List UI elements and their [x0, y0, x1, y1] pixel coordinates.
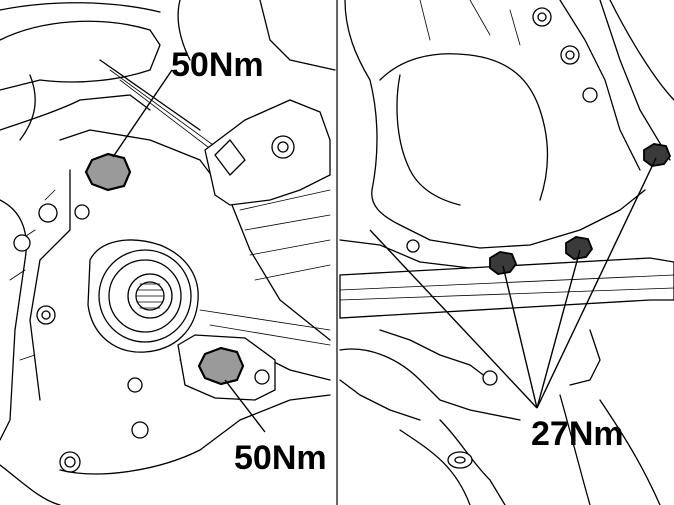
left-panel-transmission-mount: 50Nm 50Nm	[0, 0, 336, 505]
torque-label-right: 27Nm	[531, 415, 624, 453]
highlighted-bolt-lower	[197, 346, 245, 386]
highlighted-bolt-upper	[84, 152, 132, 192]
right-panel-differential-cover: 27Nm	[339, 0, 674, 505]
leader-line-4	[369, 229, 538, 409]
leader-line-1	[502, 265, 538, 409]
leader-line-2	[536, 249, 581, 409]
torque-label-lower: 50Nm	[234, 439, 327, 477]
highlighted-bolt-3	[643, 143, 672, 167]
torque-label-upper: 50Nm	[171, 46, 264, 84]
highlighted-bolt-1	[489, 251, 518, 275]
leader-line-3	[536, 157, 657, 409]
output-flange	[87, 239, 199, 353]
highlighted-bolt-2	[565, 236, 594, 260]
leader-line-lower	[224, 379, 266, 433]
leader-line-upper	[112, 69, 173, 158]
